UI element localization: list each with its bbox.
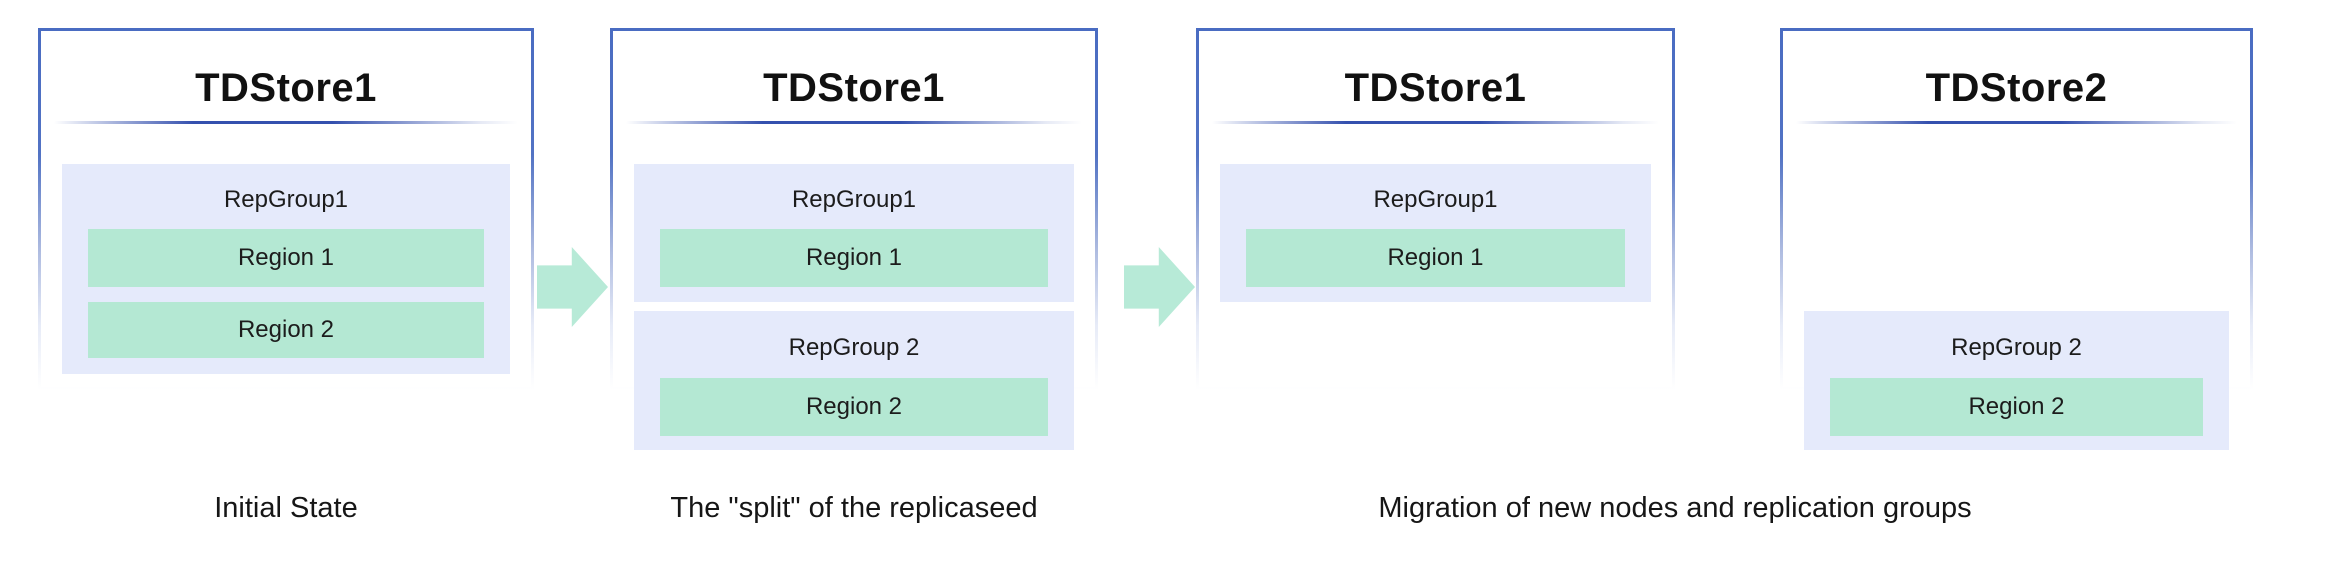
- repgroup-box: RepGroup1 Region 1 Region 2: [62, 164, 510, 374]
- region-bar: Region 2: [660, 378, 1048, 436]
- panel-title: TDStore1: [195, 66, 377, 110]
- title-divider: [54, 121, 518, 124]
- repgroup-box: RepGroup 2 Region 2: [634, 311, 1074, 450]
- panel-title: TDStore1: [763, 66, 945, 110]
- repgroup-label: RepGroup1: [223, 186, 349, 213]
- panel-caption: The "split" of the replicaseed: [670, 492, 1038, 524]
- panel-tdstore1-migrated: TDStore1 RepGroup1 Region 1: [1196, 0, 1675, 564]
- region-bar: Region 2: [1830, 378, 2203, 436]
- panel-title: TDStore2: [1925, 66, 2108, 110]
- panel-caption: Initial State: [214, 492, 358, 524]
- repgroup-label: RepGroup 2: [788, 334, 920, 361]
- title-divider: [626, 121, 1082, 124]
- region-bar: Region 1: [660, 229, 1048, 287]
- repgroup-label: RepGroup 2: [1951, 334, 2082, 361]
- region-bar: Region 1: [88, 229, 484, 287]
- panel-tdstore1-initial: TDStore1 RepGroup1 Region 1 Region 2 Ini…: [38, 0, 534, 564]
- title-divider: [1796, 121, 2237, 124]
- arrow-right-icon: [537, 247, 608, 327]
- arrow-right-icon: [1124, 247, 1195, 327]
- region-bar: Region 2: [88, 302, 484, 358]
- panel-tdstore2: TDStore2 RepGroup 2 Region 2: [1780, 0, 2253, 564]
- repgroup-label: RepGroup1: [791, 186, 917, 213]
- shared-caption: Migration of new nodes and replication g…: [1378, 492, 1972, 524]
- repgroup-box: RepGroup1 Region 1: [634, 164, 1074, 302]
- panel-tdstore1-split: TDStore1 RepGroup1 Region 1 RepGroup 2 R…: [610, 0, 1098, 564]
- repgroup-box: RepGroup1 Region 1: [1220, 164, 1651, 302]
- repgroup-box: RepGroup 2 Region 2: [1804, 311, 2229, 450]
- repgroup-label: RepGroup1: [1373, 186, 1498, 213]
- region-bar: Region 1: [1246, 229, 1625, 287]
- panel-title: TDStore1: [1344, 66, 1527, 110]
- title-divider: [1212, 121, 1659, 124]
